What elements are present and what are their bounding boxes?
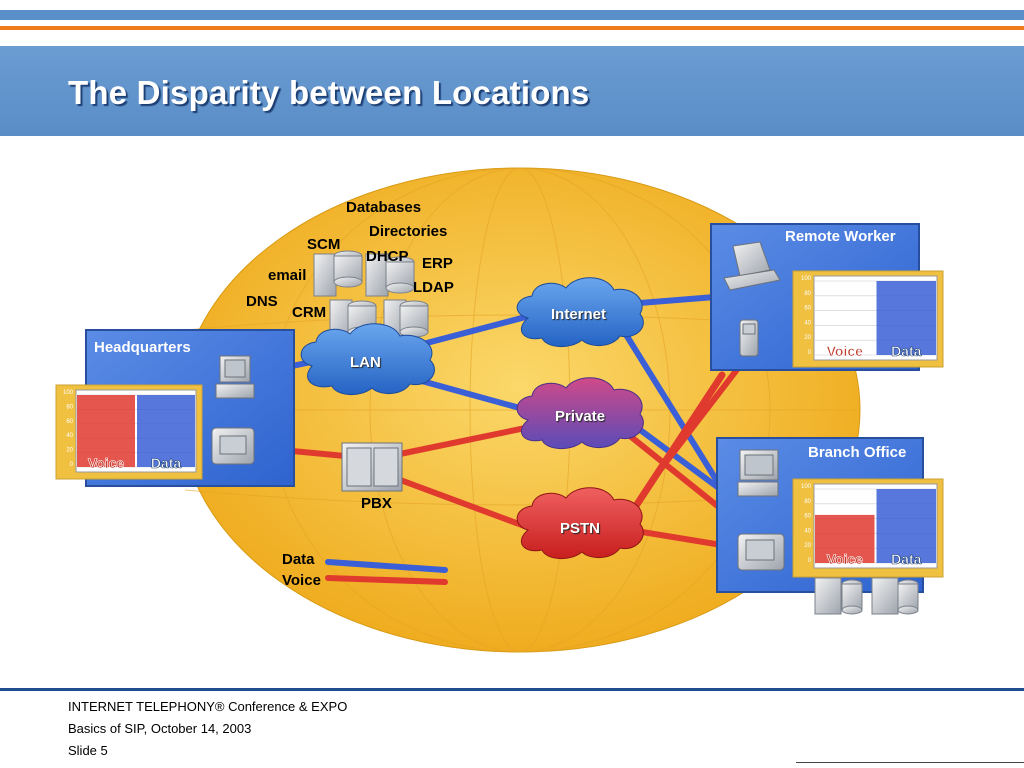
remote_worker-tick-label: 80 — [804, 291, 811, 297]
headquarters-tick-label: 60 — [66, 419, 73, 425]
label-branch-office: Branch Office — [808, 444, 907, 461]
label-private: Private — [555, 408, 606, 425]
remote_worker-data-label: Data — [891, 343, 922, 359]
pstn-cloud — [516, 487, 644, 559]
remote_worker-tick-label: 60 — [804, 306, 811, 312]
label-scm: SCM — [307, 236, 341, 253]
headquarters-data-bar — [137, 395, 195, 467]
remote-laptop-icon — [723, 241, 781, 291]
label-databases: Databases — [346, 199, 422, 216]
remote_worker-tick-label: 0 — [808, 350, 812, 356]
headquarters-tick-label: 20 — [66, 448, 73, 454]
label-dns: DNS — [246, 293, 278, 310]
branch_office-voice-label: Voice — [827, 551, 864, 567]
pbx-to-pstn — [392, 475, 538, 533]
legend-voice-line — [325, 575, 448, 585]
headquarters-voice-bar — [77, 395, 135, 467]
legend-data-label: Data — [282, 551, 315, 568]
label-erp: ERP — [422, 255, 453, 272]
label-directories: Directories — [369, 223, 448, 240]
headquarters-tick-label: 100 — [63, 390, 74, 396]
label-crm: CRM — [292, 304, 327, 321]
private-to-branch-voice — [617, 425, 738, 523]
label-dhcp: DHCP — [366, 248, 409, 265]
hq-phone-icon — [211, 427, 255, 465]
headquarters-tick-label: 0 — [70, 462, 74, 468]
label-internet: Internet — [551, 306, 607, 323]
remote-mobile-icon — [739, 319, 759, 357]
branch-phone-icon — [737, 533, 785, 571]
branch_office-data-label: Data — [891, 551, 922, 567]
label-remote-worker: Remote Worker — [785, 228, 896, 245]
label-ldap: LDAP — [413, 279, 454, 296]
branch_office-data-bar — [876, 489, 936, 563]
remote_worker-data-bar — [876, 281, 936, 355]
internet-to-branch — [617, 322, 738, 513]
branch_office-tick-label: 0 — [808, 558, 812, 564]
label-email: email — [268, 267, 307, 284]
headquarters-tick-label: 40 — [66, 433, 73, 439]
remote_worker-tick-label: 100 — [801, 276, 812, 282]
footer-slide-number: Slide 5 — [68, 743, 108, 758]
title-bar — [0, 46, 1024, 136]
internet-cloud — [516, 277, 644, 347]
label-lan: LAN — [350, 354, 381, 371]
top-stripe-blue — [0, 10, 1024, 20]
headquarters-data-label: Data — [151, 455, 182, 471]
remote_worker-tick-label: 40 — [804, 320, 811, 326]
branch_office-tick-label: 100 — [801, 484, 812, 490]
headquarters-voice-label: Voice — [88, 455, 125, 471]
label-headquarters: Headquarters — [94, 339, 191, 356]
footer-rule — [796, 762, 1024, 763]
footer-line — [0, 688, 1024, 691]
top-stripe-orange — [0, 26, 1024, 30]
branch_office-tick-label: 60 — [804, 514, 811, 520]
hq-computer-icon — [215, 355, 255, 399]
branch-server-icons — [814, 577, 919, 615]
branch_office-tick-label: 80 — [804, 499, 811, 505]
branch_office-tick-label: 20 — [804, 543, 811, 549]
hq-chart: 100 80 60 40 20 0 Voice Data — [55, 384, 203, 480]
legend-data-line — [325, 559, 448, 573]
remote_worker-tick-label: 20 — [804, 335, 811, 341]
slide-title: The Disparity between Locations — [68, 74, 590, 111]
footer-conference: INTERNET TELEPHONY® Conference & EXPO — [68, 699, 348, 714]
legend-voice-label: Voice — [282, 572, 321, 589]
branch-chart: 100 80 60 40 20 0 Voice Data — [792, 478, 944, 578]
pbx-to-private — [392, 422, 543, 458]
label-pstn: PSTN — [560, 520, 601, 537]
label-pbx: PBX — [361, 495, 392, 512]
private-cloud — [516, 377, 644, 449]
branch_office-tick-label: 40 — [804, 528, 811, 534]
lan-cloud — [300, 323, 435, 395]
remote-chart: 100 80 60 40 20 0 Voice Data — [792, 270, 944, 368]
pbx-icon — [341, 442, 403, 492]
remote_worker-voice-label: Voice — [827, 343, 864, 359]
footer-session: Basics of SIP, October 14, 2003 — [68, 721, 252, 736]
headquarters-tick-label: 80 — [66, 404, 73, 410]
branch_office-voice-bar — [815, 514, 875, 563]
branch-computer-icon — [737, 449, 779, 497]
